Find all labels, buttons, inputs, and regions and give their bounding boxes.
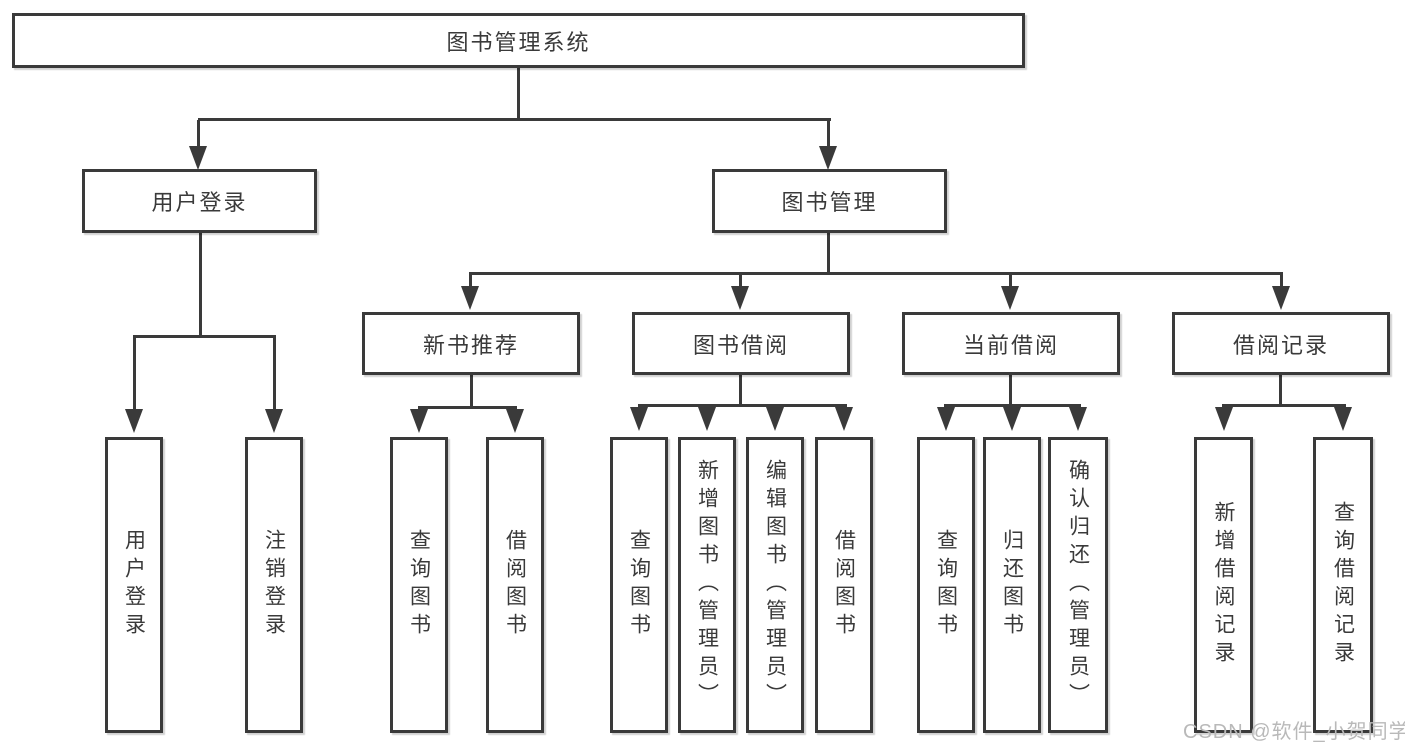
leaf-edit-books-admin: 编辑图书（管理员） — [746, 437, 804, 733]
arrow-down-icon — [630, 407, 648, 431]
connector-drop-book-management — [827, 120, 830, 148]
leaf-query-books-recommend: 查询图书 — [390, 437, 448, 733]
node-library-management-system: 图书管理系统 — [12, 13, 1025, 68]
leaf-user-login: 用户登录 — [105, 437, 163, 733]
connector-borrow-records-hline — [1222, 404, 1346, 407]
arrow-down-icon — [937, 407, 955, 431]
node-label: 用户登录 — [122, 529, 146, 641]
node-current-borrowing: 当前借阅 — [902, 312, 1120, 375]
arrow-down-icon — [819, 146, 837, 170]
connector-new-book-stem — [470, 375, 473, 409]
node-borrowing-records: 借阅记录 — [1172, 312, 1390, 375]
node-label: 当前借阅 — [962, 332, 1059, 358]
leaf-borrow-books: 借阅图书 — [815, 437, 873, 733]
arrow-down-icon — [698, 407, 716, 431]
node-label: 注销登录 — [262, 529, 286, 641]
connector-drop-current-borrow — [1009, 274, 1012, 288]
leaf-confirm-return-admin: 确认归还（管理员） — [1048, 437, 1108, 733]
connector-drop-leaf-logout — [273, 337, 276, 411]
arrow-down-icon — [1003, 407, 1021, 431]
leaf-query-books-current: 查询图书 — [917, 437, 975, 733]
arrow-down-icon — [461, 286, 479, 310]
node-label: 查询图书 — [627, 529, 651, 641]
connector-new-book-hline — [418, 406, 517, 409]
csdn-watermark: CSDN @软件_小贺同学 — [1183, 721, 1405, 743]
connector-user-login-stem — [199, 233, 202, 337]
node-label: 查询借阅记录 — [1331, 501, 1355, 669]
connector-drop-new-book — [469, 274, 472, 288]
node-label: 查询图书 — [407, 529, 431, 641]
arrow-down-icon — [1215, 407, 1233, 431]
leaf-add-books-admin: 新增图书（管理员） — [678, 437, 736, 733]
node-label: 新增借阅记录 — [1212, 501, 1236, 669]
connector-current-borrow-stem — [1009, 375, 1012, 407]
arrow-down-icon — [731, 286, 749, 310]
connector-borrow-records-stem — [1279, 375, 1282, 407]
node-label: 用户登录 — [151, 190, 248, 215]
arrow-down-icon — [835, 407, 853, 431]
node-label: 新增图书（管理员） — [695, 459, 719, 711]
arrow-down-icon — [1069, 407, 1087, 431]
node-label: 归还图书 — [1000, 529, 1024, 641]
arrow-down-icon — [125, 409, 143, 433]
node-label: 借阅记录 — [1232, 332, 1329, 358]
connector-drop-leaf-login — [133, 337, 136, 411]
connector-root-stem — [517, 68, 520, 121]
node-new-book-recommendation: 新书推荐 — [362, 312, 580, 375]
connector-current-borrow-hline — [944, 404, 1081, 407]
connector-level2-hline — [198, 118, 831, 121]
leaf-query-borrow-record: 查询借阅记录 — [1313, 437, 1373, 733]
connector-book-management-stem — [827, 233, 830, 275]
node-label: 查询图书 — [934, 529, 958, 641]
connector-book-borrow-hline — [638, 404, 847, 407]
node-label: 确认归还（管理员） — [1066, 459, 1090, 711]
node-label: 借阅图书 — [503, 529, 527, 641]
arrow-down-icon — [265, 409, 283, 433]
node-book-management: 图书管理 — [712, 169, 947, 233]
connector-level3-hline — [469, 272, 1283, 275]
connector-drop-book-borrow — [739, 274, 742, 288]
node-user-login: 用户登录 — [82, 169, 317, 233]
connector-drop-user-login — [197, 120, 200, 148]
node-label: 图书管理系统 — [446, 29, 591, 55]
leaf-query-books-borrow: 查询图书 — [610, 437, 668, 733]
arrow-down-icon — [1272, 286, 1290, 310]
leaf-return-books: 归还图书 — [983, 437, 1041, 733]
node-label: 图书管理 — [781, 190, 878, 215]
connector-drop-borrow-records — [1280, 274, 1283, 288]
leaf-logout: 注销登录 — [245, 437, 303, 733]
node-label: 借阅图书 — [832, 529, 856, 641]
leaf-add-borrow-record: 新增借阅记录 — [1194, 437, 1253, 733]
node-label: 编辑图书（管理员） — [763, 459, 787, 711]
arrow-down-icon — [410, 409, 428, 433]
node-book-borrowing: 图书借阅 — [632, 312, 850, 375]
arrow-down-icon — [766, 407, 784, 431]
node-label: 新书推荐 — [422, 332, 519, 358]
arrow-down-icon — [1001, 286, 1019, 310]
arrow-down-icon — [189, 146, 207, 170]
connector-user-login-hline — [133, 335, 276, 338]
arrow-down-icon — [1334, 407, 1352, 431]
arrow-down-icon — [506, 409, 524, 433]
node-label: 图书借阅 — [692, 332, 789, 358]
connector-book-borrow-stem — [739, 375, 742, 407]
leaf-borrow-books-recommend: 借阅图书 — [486, 437, 544, 733]
